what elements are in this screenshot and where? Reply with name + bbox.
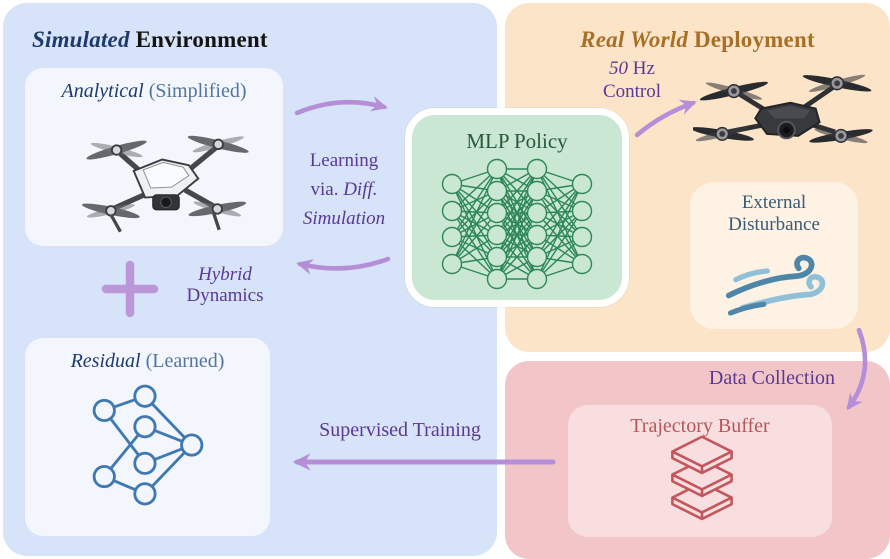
disturbance-card-title: External Disturbance <box>728 192 820 235</box>
data-collection-panel: Data Collection Trajectory Buffer <box>505 361 890 559</box>
analytical-model-card: Analytical (Simplified) <box>25 68 283 246</box>
title-word-simulated: Simulated <box>32 27 130 53</box>
residual-card-title: Residual (Learned) <box>70 350 225 372</box>
title-word-real-world: Real World <box>580 27 689 53</box>
sketch-drone-icon <box>82 135 249 233</box>
data-collection-label: Data Collection <box>708 367 835 389</box>
layers-stack-icon <box>671 435 733 521</box>
title-word-deployment: Deployment <box>688 27 815 53</box>
trajectory-buffer-card: Trajectory Buffer <box>568 405 832 537</box>
mlp-policy-box: MLP Policy <box>405 108 629 307</box>
real-drone-icon <box>693 74 873 144</box>
wind-icon <box>725 254 826 316</box>
control-rate-label: 50 Hz Control <box>602 58 662 102</box>
mlp-network-icon <box>441 158 593 290</box>
supervised-training-label: Supervised Training <box>319 419 481 441</box>
residual-network-icon <box>92 384 203 506</box>
learning-via-diff-simulation-label: Learning via. Diff. Simulation <box>302 150 386 229</box>
residual-model-card: Residual (Learned) <box>25 338 270 536</box>
simulated-environment-title: Simulated Environment <box>32 27 268 53</box>
real-world-deployment-panel: Real World Deployment 50 Hz Control Exte… <box>505 3 890 352</box>
buffer-card-title: Trajectory Buffer <box>630 415 770 437</box>
title-word-environment: Environment <box>129 27 268 53</box>
external-disturbance-card: External Disturbance <box>690 182 858 329</box>
hybrid-dynamics-label: Hybrid Dynamics <box>186 264 264 306</box>
analytical-card-title: Analytical (Simplified) <box>61 80 247 102</box>
mlp-policy-title: MLP Policy <box>466 129 568 153</box>
real-world-deployment-title: Real World Deployment <box>505 27 890 53</box>
